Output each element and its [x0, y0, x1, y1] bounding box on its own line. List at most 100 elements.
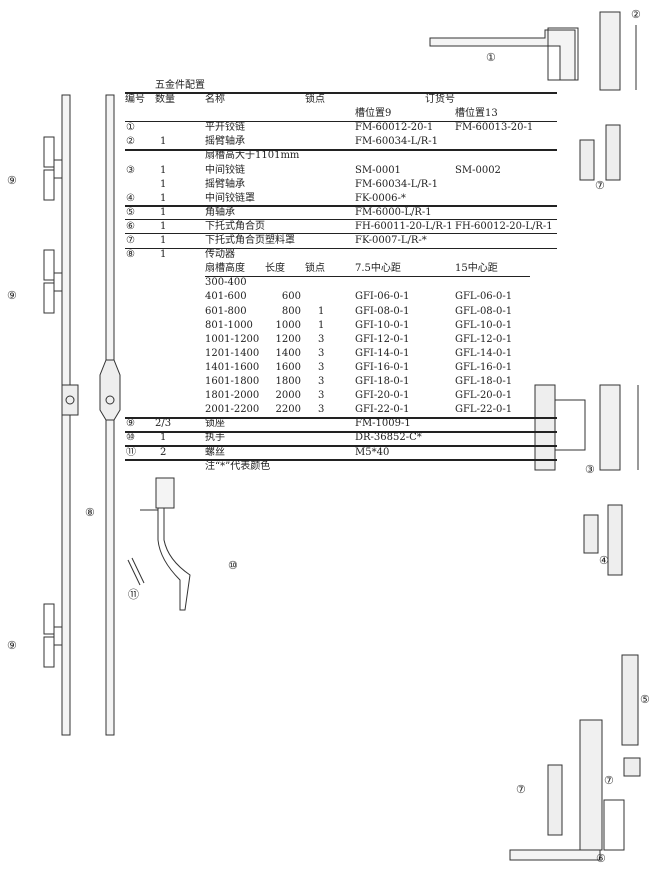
drive-length: 1200 [275, 333, 301, 345]
row-qty: 1 [160, 220, 167, 232]
callout-5: ⑤ [640, 693, 650, 706]
drive-lock: 3 [318, 361, 325, 373]
bottom-hinge-drawing [509, 654, 641, 861]
drive-length: 800 [281, 305, 301, 317]
drive-header-c15: 15中心距 [455, 263, 498, 275]
row-no: ① [126, 122, 135, 134]
table-divider [125, 459, 557, 461]
drive-c15: GFL-22-0-1 [455, 404, 513, 416]
header-slot9: 槽位置9 [355, 108, 392, 120]
table-divider [125, 120, 557, 122]
callout-2: ② [631, 8, 641, 21]
header-order: 订货号 [425, 94, 455, 105]
table-divider [125, 233, 557, 235]
table-divider [125, 92, 557, 95]
drive-height: 601-800 [205, 305, 247, 317]
drive-length: 1400 [275, 347, 301, 359]
drive-c75: GFI-10-0-1 [355, 319, 410, 331]
row-qty: 2 [160, 446, 167, 458]
drive-height: 801-1000 [205, 319, 253, 331]
row-qty: 1 [160, 192, 167, 204]
row-slot9: FH-60011-20-L/R-1 [355, 220, 453, 232]
drive-c75: GFI-20-0-1 [355, 390, 410, 402]
header-name: 名称 [205, 94, 225, 105]
drive-c75: GFI-16-0-1 [355, 361, 410, 373]
header-qty: 数量 [155, 94, 175, 105]
drive-header-lock: 锁点 [305, 263, 325, 275]
drive-c15: GFL-14-0-1 [455, 347, 513, 359]
screws-drawing [127, 557, 145, 586]
row-slot9: DR-36852-C* [355, 432, 422, 444]
row-qty: 1 [160, 432, 167, 444]
drive-header-c75: 7.5中心距 [355, 263, 401, 275]
drive-lock: 1 [318, 319, 325, 331]
callout-9: ⑨ [7, 639, 17, 652]
drive-length: 1600 [275, 361, 301, 373]
callout-11: ⑪ [128, 588, 139, 601]
callout-10: ⑩ [228, 559, 238, 572]
row-qty: 1 [160, 235, 167, 246]
header-lock: 锁点 [305, 94, 325, 105]
callout-3: ③ [585, 463, 595, 476]
row-name: 角轴承 [205, 206, 235, 218]
row-name: 中间铰链罩 [205, 192, 255, 204]
drive-c75: GFI-08-0-1 [355, 305, 410, 317]
drive-lock: 3 [318, 390, 325, 402]
drive-lock: 3 [318, 404, 325, 416]
row-no: ④ [126, 192, 135, 204]
drive-height: 1801-2000 [205, 390, 260, 402]
row-name: 下托式角合页 [205, 220, 265, 232]
callout-1: ① [486, 51, 496, 64]
row-no: ⑥ [126, 220, 135, 232]
drive-length: 2200 [275, 404, 301, 416]
drive-length: 600 [281, 291, 301, 303]
row-slot9: M5*40 [355, 446, 390, 458]
row-name: 螺丝 [205, 446, 225, 458]
row-name: 执手 [205, 432, 225, 444]
row-qty: 2/3 [155, 418, 172, 430]
row-qty: 1 [160, 249, 167, 261]
row-no: ⑧ [126, 249, 135, 261]
row-slot13: SM-0002 [455, 164, 501, 176]
drive-header-length: 长度 [265, 263, 285, 275]
drive-lock: 3 [318, 376, 325, 387]
callout-8: ⑧ [85, 506, 95, 519]
row-slot9: FM-60034-L/R-1 [355, 178, 439, 190]
row-slot9: FK-0006-* [355, 192, 406, 204]
callout-7: ⑦ [595, 179, 605, 192]
drive-c15: GFL-20-0-1 [455, 390, 513, 402]
row-slot9: FM-60012-20-1 [355, 122, 434, 134]
cover-drawings [579, 124, 623, 576]
drive-height: 1401-1600 [205, 361, 260, 373]
callout-6: ⑥ [596, 852, 606, 865]
drive-lock: 3 [318, 347, 325, 359]
drive-c15: GFL-06-0-1 [455, 291, 513, 303]
drive-c15: GFL-08-0-1 [455, 305, 513, 317]
drive-c15: GFL-18-0-1 [455, 376, 513, 387]
drive-c75: GFI-06-0-1 [355, 291, 410, 303]
drive-length: 1000 [275, 319, 301, 331]
table-divider [125, 205, 557, 208]
row-name: 锁座 [205, 418, 225, 430]
row-no: ② [126, 136, 135, 148]
drive-bar-drawing [61, 94, 121, 736]
drive-c75: GFI-12-0-1 [355, 333, 410, 345]
drive-height: 1601-1800 [205, 376, 260, 387]
drive-height: 1201-1400 [205, 347, 260, 359]
drive-c15: GFL-10-0-1 [455, 319, 513, 331]
table-divider [205, 275, 530, 277]
row-name: 平开铰链 [205, 122, 245, 134]
row-name: 扇槽高大于1101mm [205, 150, 300, 162]
drive-height: 1001-1200 [205, 333, 260, 345]
row-slot9: FK-0007-L/R-* [355, 235, 427, 246]
drive-c75: GFI-18-0-1 [355, 376, 410, 387]
drive-header-height: 扇槽高度 [205, 263, 245, 275]
drive-height: 300-400 [205, 277, 247, 289]
row-qty: 1 [160, 136, 167, 148]
callout-7: ⑦ [516, 783, 526, 796]
drive-lock: 3 [318, 333, 325, 345]
header-slot13: 槽位置13 [455, 108, 498, 120]
row-no: ⑤ [126, 206, 135, 218]
row-slot13: FH-60012-20-L/R-1 [455, 220, 553, 232]
